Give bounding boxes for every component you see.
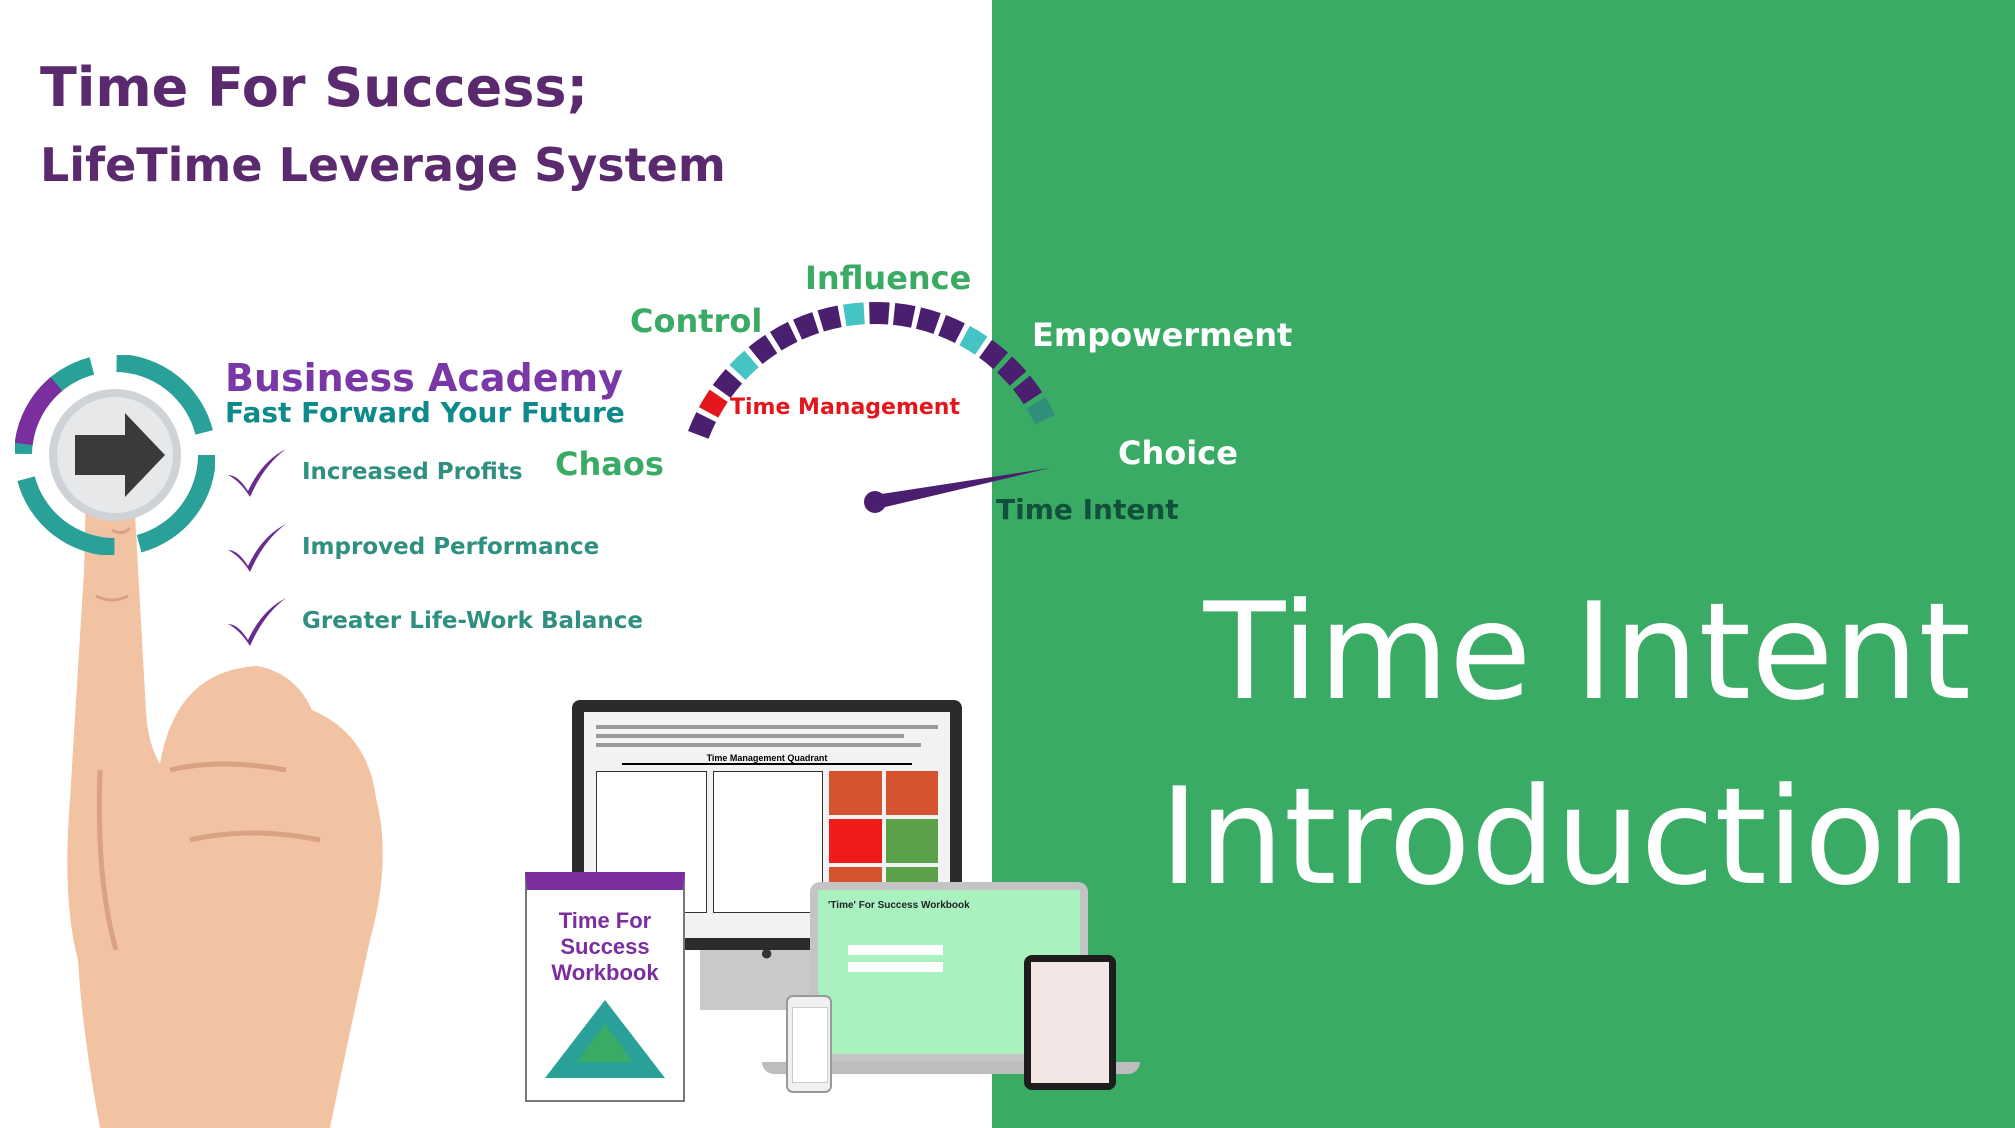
tablet: [1024, 955, 1116, 1090]
gauge-label-choice: Choice: [1118, 434, 1238, 472]
gauge-segment: [817, 305, 842, 332]
gauge-segment: [1026, 396, 1056, 425]
benefit-label: Improved Performance: [302, 534, 600, 560]
gauge-segment: [869, 302, 890, 325]
gauge-segment: [712, 368, 743, 398]
laptop-input: [848, 962, 943, 972]
hand-illustration: [67, 485, 383, 1128]
monitor-heading: Time Management Quadrant: [622, 753, 912, 765]
text-line: [596, 743, 921, 747]
overview-cell: [829, 771, 882, 815]
gauge-segment: [769, 321, 798, 351]
gauge-label-time-intent: Time Intent: [996, 493, 1179, 526]
workbook-cover-line2: Success: [560, 934, 650, 959]
text-line: [596, 734, 904, 738]
gauge-label-chaos: Chaos: [555, 445, 664, 483]
academy-title: Business Academy: [225, 356, 623, 400]
gauge-label-empowerment: Empowerment: [1032, 316, 1293, 354]
gauge-segment: [959, 325, 988, 355]
overview-cell: [885, 819, 939, 863]
gauge-segment: [688, 412, 716, 439]
academy-subtitle: Fast Forward Your Future: [225, 396, 625, 429]
gauge-segment: [979, 339, 1009, 370]
gauge-segment: [843, 302, 865, 327]
benefit-item: Greater Life-Work Balance: [224, 594, 643, 648]
phone-screen: [792, 1007, 828, 1083]
gauge-label-control: Control: [630, 302, 763, 340]
gauge-segment: [997, 356, 1027, 386]
gauge-segment: [938, 315, 965, 343]
gauge-needle: [875, 468, 1050, 509]
checkmark-icon: [228, 449, 286, 497]
benefit-label: Increased Profits: [302, 459, 523, 485]
hero-title-line2: Introduction: [1159, 759, 1971, 915]
gauge-segment: [892, 303, 916, 328]
gauge-segment: [748, 334, 778, 365]
gauge: [688, 302, 1056, 513]
gauge-segment: [793, 312, 820, 340]
checkmark-icon: [228, 598, 286, 646]
gauge-segment: [1012, 375, 1043, 405]
overview-cell: [885, 771, 939, 815]
checkmark-icon: [228, 524, 286, 572]
gauge-segment: [698, 389, 728, 418]
green-panel: [992, 0, 2015, 1128]
gauge-segment: [915, 307, 941, 334]
page-subtitle: LifeTime Leverage System: [40, 138, 726, 192]
benefit-item: Increased Profits: [224, 445, 523, 499]
gauge-hub: [864, 491, 886, 513]
forward-logo-icon: [15, 355, 215, 555]
overview-cell: [829, 819, 882, 863]
benefit-item: Improved Performance: [224, 520, 599, 574]
benefit-label: Greater Life-Work Balance: [302, 608, 644, 634]
tablet-screen: [1031, 962, 1109, 1083]
workbook-box: Time For Success Workbook: [525, 872, 685, 1102]
laptop-heading: 'Time' For Success Workbook: [828, 900, 970, 911]
page-title: Time For Success;: [40, 56, 589, 119]
hero-title-line1: Time Intent: [1203, 574, 1971, 730]
workbook-cover-line1: Time For: [558, 908, 652, 933]
apple-icon: ●: [760, 940, 774, 965]
workbook-cover-line3: Workbook: [551, 960, 659, 985]
phone: [786, 995, 832, 1093]
text-line: [596, 725, 938, 729]
laptop-input: [848, 945, 943, 955]
pyramid-icon: [545, 1000, 665, 1078]
gauge-label-influence: Influence: [805, 259, 972, 297]
gauge-segment: [729, 350, 759, 380]
quadrant-cell: [712, 771, 824, 913]
gauge-label-time-management: Time Management: [730, 395, 960, 420]
